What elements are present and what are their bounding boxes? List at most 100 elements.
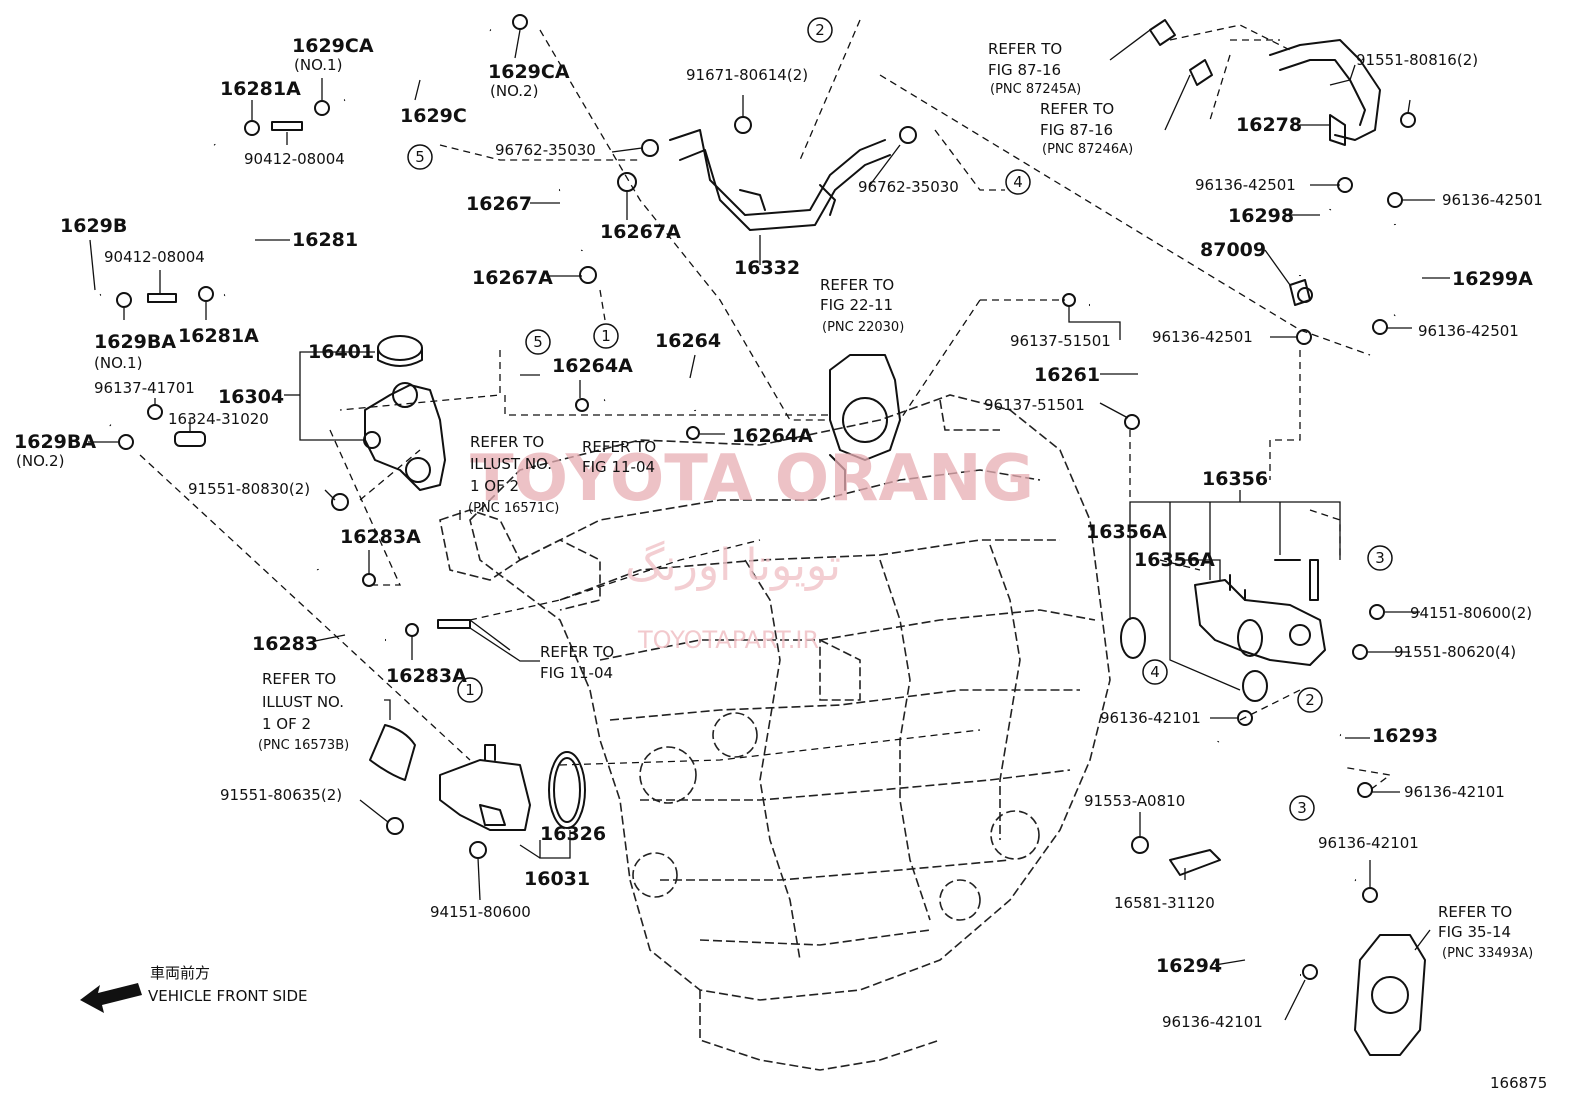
label-1629ba-no1-note: (NO.1) xyxy=(94,354,142,372)
label-16283a-a: 16283A xyxy=(340,526,421,548)
part-33493a-oil-cooler xyxy=(1354,934,1426,1056)
label-16326: 16326 xyxy=(540,823,606,845)
ref-fig-11-04-b: REFER TO FIG 11-04 xyxy=(540,643,614,682)
part-16261-hose xyxy=(1088,302,1143,417)
svg-text:5: 5 xyxy=(415,148,425,166)
watermark-site: TOYOTAPART.IR xyxy=(637,626,819,654)
label-16283a-b: 16283A xyxy=(386,665,467,687)
ref-fig-87-16-a: REFER TO FIG 87-16 (PNC 87245A) xyxy=(988,40,1081,97)
part-22030-throttle-body xyxy=(829,354,901,491)
svg-text:1 OF 2: 1 OF 2 xyxy=(470,477,519,495)
label-16401: 16401 xyxy=(308,341,374,363)
part-1629b-hose xyxy=(10,291,113,429)
label-91553-a0810: 91553-A0810 xyxy=(1084,792,1185,810)
label-16283: 16283 xyxy=(252,633,318,655)
part-16356-water-inlet xyxy=(1194,574,1326,666)
svg-text:2: 2 xyxy=(1305,691,1315,709)
part-1629c-hose xyxy=(343,15,492,103)
label-16356a-a: 16356A xyxy=(1086,521,1167,543)
callout-2-b: 2 xyxy=(1297,687,1323,713)
part-16264-hose xyxy=(603,375,699,412)
label-16281a-bot: 16281A xyxy=(178,325,259,347)
label-96762-a: 96762-35030 xyxy=(495,141,596,159)
label-16264a-a: 16264A xyxy=(552,355,633,377)
svg-text:4: 4 xyxy=(1150,663,1160,681)
part-16267-hose xyxy=(558,180,600,252)
callout-5-a: 5 xyxy=(407,144,433,170)
label-87009: 87009 xyxy=(1200,239,1266,261)
label-16356: 16356 xyxy=(1202,468,1268,490)
leader-lines xyxy=(88,29,1450,1021)
label-94151-80600-bot: 94151-80600 xyxy=(430,903,531,921)
label-96762-b: 96762-35030 xyxy=(858,178,959,196)
part-labels: 1629CA (NO.1) 1629CA (NO.2) 1629C 16281A… xyxy=(14,35,1543,1031)
label-96136-42501-d: 96136-42501 xyxy=(1418,322,1519,340)
part-16304-water-outlet xyxy=(363,382,446,491)
label-1629ca-no2: 1629CA xyxy=(488,61,570,83)
svg-text:FIG 11-04: FIG 11-04 xyxy=(540,664,613,682)
label-1629c: 1629C xyxy=(400,105,467,127)
watermark-persian: تویوتا اورنگ xyxy=(625,540,841,591)
svg-text:FIG 22-11: FIG 22-11 xyxy=(820,296,893,314)
ref-fig-35-14: REFER TO FIG 35-14 (PNC 33493A) xyxy=(1438,903,1533,961)
label-96136-42501-b: 96136-42501 xyxy=(1442,191,1543,209)
svg-text:1 OF 2: 1 OF 2 xyxy=(262,715,311,733)
ref-illust-16571c: REFER TO ILLUST NO. 1 OF 2 (PNC 16571C) xyxy=(468,433,559,516)
label-1629ba-no2-note: (NO.2) xyxy=(16,452,64,470)
svg-text:(PNC 87245A): (PNC 87245A) xyxy=(990,82,1081,97)
svg-text:REFER TO: REFER TO xyxy=(988,40,1062,58)
label-16581-31120: 16581-31120 xyxy=(1114,894,1215,912)
label-96136-42101-d: 96136-42101 xyxy=(1162,1013,1263,1031)
svg-text:(PNC 16573B): (PNC 16573B) xyxy=(258,738,349,753)
label-91551-80635: 91551-80635(2) xyxy=(220,786,342,804)
svg-text:3: 3 xyxy=(1297,799,1307,817)
svg-text:(PNC 87246A): (PNC 87246A) xyxy=(1042,142,1133,157)
callout-3-b: 3 xyxy=(1289,795,1315,821)
label-96136-42501-c: 96136-42501 xyxy=(1152,328,1253,346)
label-16278: 16278 xyxy=(1236,114,1302,136)
label-96137-41701: 96137-41701 xyxy=(94,379,195,397)
clamps xyxy=(116,14,1416,980)
svg-text:REFER TO: REFER TO xyxy=(1040,100,1114,118)
callout-4-a: 4 xyxy=(1005,169,1031,195)
svg-text:REFER TO: REFER TO xyxy=(582,438,656,456)
svg-text:2: 2 xyxy=(815,21,825,39)
label-91551-80816: 91551-80816(2) xyxy=(1356,51,1478,69)
label-1629ba-no2: 1629BA xyxy=(14,431,96,453)
part-16299a-hose xyxy=(1391,223,1425,319)
part-16401-cap xyxy=(377,335,423,367)
part-16581-bracket xyxy=(1169,849,1221,876)
label-1629ca-no2-note: (NO.2) xyxy=(490,82,538,100)
svg-text:FIG 87-16: FIG 87-16 xyxy=(988,61,1061,79)
callout-5-b: 5 xyxy=(525,329,551,355)
label-90412-top: 90412-08004 xyxy=(244,150,345,168)
label-96137-51501-a: 96137-51501 xyxy=(1010,332,1111,350)
label-16267a-b: 16267A xyxy=(472,267,553,289)
label-16324-31020: 16324-31020 xyxy=(168,410,269,428)
callout-1-a: 1 xyxy=(593,323,619,349)
front-label-jp: 車両前方 xyxy=(150,964,210,982)
svg-text:REFER TO: REFER TO xyxy=(1438,903,1512,921)
label-16304: 16304 xyxy=(218,386,284,408)
svg-text:REFER TO: REFER TO xyxy=(820,276,894,294)
label-16332: 16332 xyxy=(734,257,800,279)
label-16294: 16294 xyxy=(1156,955,1222,977)
callout-3-a: 3 xyxy=(1367,545,1393,571)
label-96137-51501-b: 96137-51501 xyxy=(984,396,1085,414)
label-90412-mid: 90412-08004 xyxy=(104,248,205,266)
svg-text:(PNC 33493A): (PNC 33493A) xyxy=(1442,946,1533,961)
label-16264a-b: 16264A xyxy=(732,425,813,447)
svg-text:3: 3 xyxy=(1375,549,1385,567)
part-16573b-pipe xyxy=(369,724,416,781)
label-1629ca-no1: 1629CA xyxy=(292,35,374,57)
label-16298: 16298 xyxy=(1228,205,1294,227)
svg-text:FIG 35-14: FIG 35-14 xyxy=(1438,923,1511,941)
part-16283-hose xyxy=(314,568,387,644)
label-16264: 16264 xyxy=(655,330,721,352)
label-1629ba-no1: 1629BA xyxy=(94,331,176,353)
label-16293: 16293 xyxy=(1372,725,1438,747)
label-16356a-b: 16356A xyxy=(1134,549,1215,571)
part-16326-gasket xyxy=(548,751,586,829)
label-96136-42501-a: 96136-42501 xyxy=(1195,176,1296,194)
